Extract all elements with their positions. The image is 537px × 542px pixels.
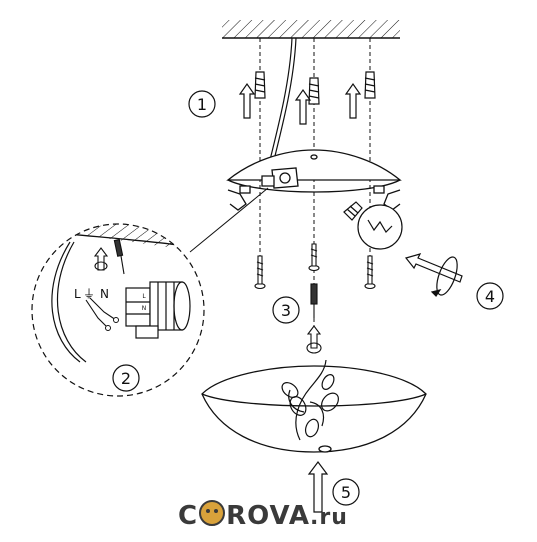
power-cable-2 [271,37,297,169]
step-5-marker: 5 [332,478,360,506]
step-3-marker: 3 [272,296,300,324]
detail-screwdriver [113,238,125,275]
brand-pre: C [178,501,199,531]
step-2-label: 2 [121,369,131,388]
screws [254,243,376,290]
screwdriver [310,283,318,318]
step-4-marker: 4 [476,282,504,310]
terminal-live-label: L [142,293,146,300]
brand-logo: C ROVA.ru [178,500,348,531]
step-2-marker: 2 [112,364,140,392]
terminal-neutral-label: N [142,305,147,312]
brand-face-icon [199,500,226,526]
step-4-arrow [404,253,463,297]
detail-rotate-arrow [93,247,109,271]
base-plate [226,149,402,211]
step-1-marker: 1 [188,90,216,118]
power-cable [267,37,293,169]
leaf-decoration [281,359,339,441]
step-4-label: 4 [485,287,495,306]
wire-neutral-label: N [100,287,109,301]
wall-plugs [254,71,376,105]
glass-shade [201,365,427,453]
step-1-label: 1 [197,95,207,114]
earth-symbol: ⏚ [83,287,95,301]
detail-connector [189,187,269,253]
detail-view: L N ⏚ L N [31,223,205,397]
brand-post: ROVA [226,501,310,531]
rotation-arrow [306,325,322,354]
ceiling [222,20,400,39]
up-arrows-step1 [238,82,362,125]
light-bulb [343,201,403,250]
brand-tld: .ru [310,505,348,530]
step-3-label: 3 [281,301,291,320]
wire-live-label: L [74,287,81,301]
step-5-label: 5 [341,483,351,502]
step-5-arrow [307,461,329,513]
terminal-block [125,281,191,339]
